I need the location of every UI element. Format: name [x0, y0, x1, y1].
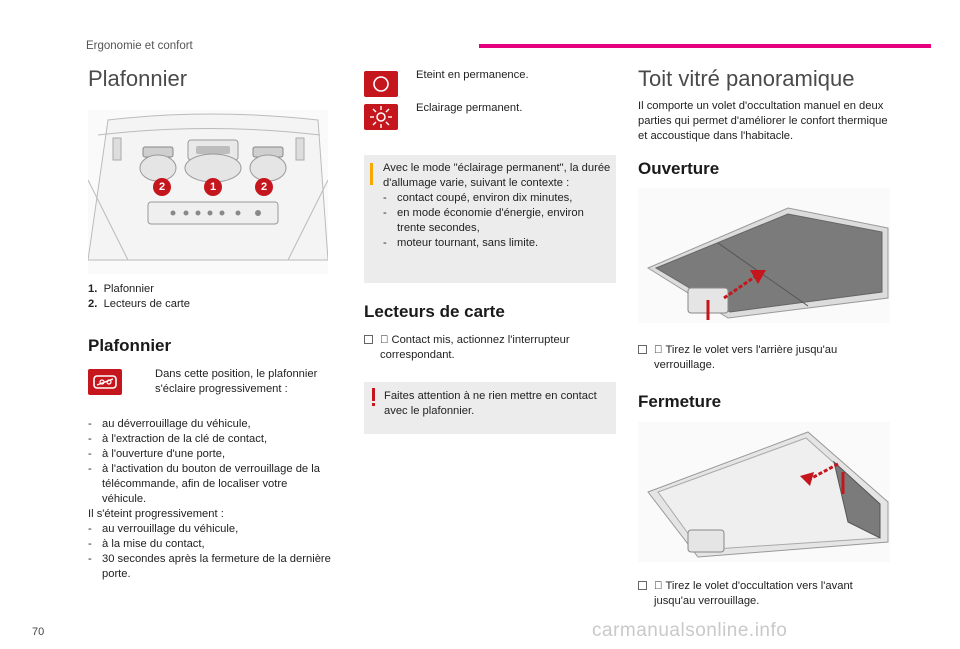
header-accent-line [479, 44, 931, 48]
subtitle-reading-lamps: Lecteurs de carte [364, 302, 505, 321]
list-item: moteur tournant, sans limite. [383, 236, 611, 251]
closing-illustration [638, 422, 890, 562]
warning-box: Faites attention à ne rien mettre en con… [364, 382, 616, 434]
legend-text: Plafonnier [103, 283, 154, 295]
subtitle-closing: Fermeture [638, 392, 722, 411]
list-item: au verrouillage du véhicule, [88, 522, 331, 537]
list-item: à la mise du contact, [88, 537, 331, 552]
panoramic-roof-intro: Il comporte un volet d'occultation manue… [638, 100, 888, 142]
off-intro: Il s'éteint progressivement : [88, 508, 224, 520]
instruction-text: Contact mis, actionnez l'interrupteur co… [380, 334, 570, 361]
step-marker-icon [638, 581, 647, 590]
list-item: en mode économie d'énergie, environ tren… [383, 206, 611, 236]
opening-illustration [638, 188, 890, 323]
warning-icon [372, 388, 375, 401]
door-mode-text: Dans cette position, le plafonnier s'écl… [155, 368, 318, 395]
page-title: Plafonnier [88, 66, 188, 91]
list-item: à l'extraction de la clé de contact, [88, 432, 331, 447]
instruction-text: Tirez le volet vers l'arrière jusqu'au v… [654, 344, 838, 371]
legend: 1. Plafonnier 2. Lecteurs de carte [88, 282, 190, 312]
reading-lamps-instruction: Contact mis, actionnez l'interrupteur co… [364, 333, 614, 363]
subtitle-opening: Ouverture [638, 159, 720, 178]
info-bar [370, 163, 373, 185]
step-marker-icon [364, 335, 373, 344]
lamp-off-icon [364, 71, 398, 97]
info-box-permanent-lighting: Avec le mode "éclairage permanent", la d… [364, 155, 616, 283]
badge-ceiling-lamp: 1 [204, 178, 222, 196]
step-marker-icon [638, 345, 647, 354]
badge-reading-right: 2 [255, 178, 273, 196]
closing-instruction: Tirez le volet d'occultation vers l'avan… [638, 579, 888, 609]
legend-text: Lecteurs de carte [103, 298, 191, 310]
watermark[interactable]: carmanualsonline.info [592, 620, 788, 641]
list-item: à l'activation du bouton de verrouillage… [88, 462, 331, 507]
page-number: 70 [32, 626, 45, 638]
legend-num: 1. [88, 283, 98, 295]
badge-reading-left: 2 [153, 178, 171, 196]
lamp-off-text: Eteint en permanence. [416, 69, 529, 81]
sunroof-opening-icon [646, 207, 889, 320]
legend-num: 2. [88, 298, 98, 310]
list-item: contact coupé, environ dix minutes, [383, 191, 611, 206]
list-item: 30 secondes après la fermeture de la der… [88, 552, 331, 582]
info-text: Avec le mode "éclairage permanent", la d… [383, 161, 611, 251]
warning-text: Faites attention à ne rien mettre en con… [384, 390, 597, 417]
lamp-on-text: Eclairage permanent. [416, 102, 523, 114]
info-intro: Avec le mode "éclairage permanent", la d… [383, 162, 611, 189]
door-mode-icon [88, 369, 122, 395]
opening-instruction: Tirez le volet vers l'arrière jusqu'au v… [638, 343, 888, 373]
switch-on-conditions: au déverrouillage du véhicule, à l'extra… [88, 417, 331, 582]
section-title-panoramic-roof: Toit vitré panoramique [638, 66, 855, 91]
ceiling-console-illustration: 2 1 2 [87, 110, 329, 274]
subtitle-plafonnier: Plafonnier [88, 336, 172, 355]
sunroof-closing-icon [647, 431, 889, 558]
lamp-on-icon [364, 104, 398, 130]
section-header: Ergonomie et confort [86, 40, 193, 52]
list-item: au déverrouillage du véhicule, [88, 417, 331, 432]
list-item: à l'ouverture d'une porte, [88, 447, 331, 462]
instruction-text: Tirez le volet d'occultation vers l'avan… [654, 580, 853, 607]
